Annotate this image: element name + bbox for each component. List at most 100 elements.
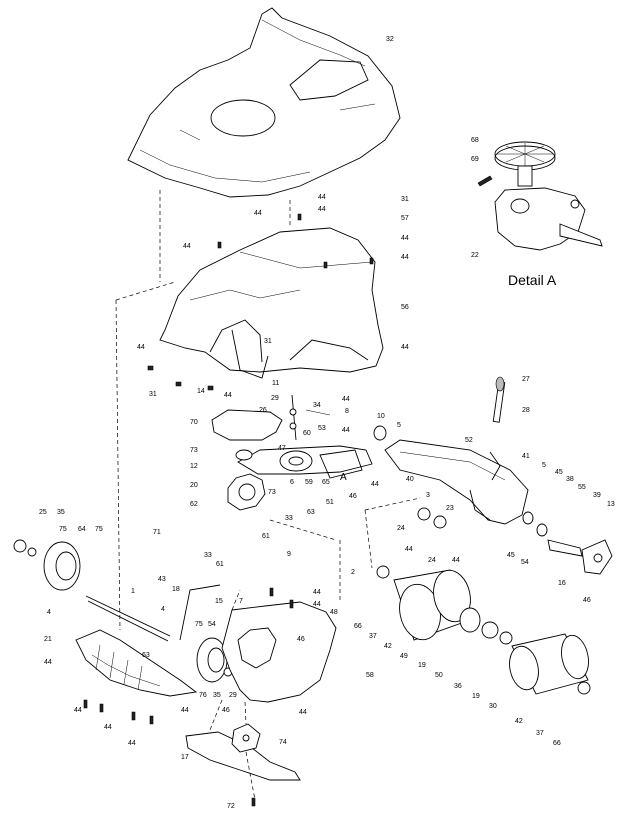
label-59: 59 xyxy=(305,479,313,486)
label-21: 21 xyxy=(44,636,52,643)
label-7: 7 xyxy=(239,598,243,605)
label-44: 44 xyxy=(74,707,82,714)
label-55: 55 xyxy=(578,484,586,491)
label-22: 22 xyxy=(471,252,479,259)
label-18: 18 xyxy=(172,586,180,593)
label-45: 45 xyxy=(507,552,515,559)
label-44: 44 xyxy=(299,709,307,716)
label-29: 29 xyxy=(271,395,279,402)
label-42: 42 xyxy=(515,718,523,725)
axle-housing-part xyxy=(373,376,613,575)
label-46: 46 xyxy=(583,597,591,604)
label-76: 76 xyxy=(199,692,207,699)
label-46: 46 xyxy=(349,493,357,500)
label-54: 54 xyxy=(208,621,216,628)
label-50: 50 xyxy=(435,672,443,679)
label-39: 39 xyxy=(593,492,601,499)
label-3: 3 xyxy=(426,492,430,499)
label-57: 57 xyxy=(401,215,409,222)
label-68: 68 xyxy=(471,137,479,144)
label-15: 15 xyxy=(215,598,223,605)
label-4: 4 xyxy=(161,606,165,613)
part-number-labels: 32 31 44 44 44 57 44 44 44 56 44 31 44 3… xyxy=(39,36,615,810)
label-44: 44 xyxy=(452,557,460,564)
label-5: 5 xyxy=(542,462,546,469)
label-44: 44 xyxy=(342,396,350,403)
label-44: 44 xyxy=(44,659,52,666)
label-47: 47 xyxy=(278,445,286,452)
label-73: 73 xyxy=(268,489,276,496)
label-44: 44 xyxy=(401,254,409,261)
label-66: 66 xyxy=(354,623,362,630)
label-71: 71 xyxy=(153,529,161,536)
label-63: 63 xyxy=(142,652,150,659)
label-44: 44 xyxy=(183,243,191,250)
label-2: 2 xyxy=(351,569,355,576)
label-44: 44 xyxy=(181,707,189,714)
label-70: 70 xyxy=(190,419,198,426)
label-31: 31 xyxy=(401,196,409,203)
label-19: 19 xyxy=(418,662,426,669)
detail-a-marker: A xyxy=(340,472,347,483)
label-25: 25 xyxy=(39,509,47,516)
front-wheel-assembly xyxy=(13,539,233,683)
detail-a-title: Detail A xyxy=(508,272,557,288)
label-13: 13 xyxy=(607,501,615,508)
label-65: 65 xyxy=(322,479,330,486)
label-49: 49 xyxy=(400,653,408,660)
label-23: 23 xyxy=(446,505,454,512)
label-52: 52 xyxy=(465,437,473,444)
rear-roller-assembly xyxy=(376,565,591,695)
label-12: 12 xyxy=(190,463,198,470)
label-44: 44 xyxy=(104,724,112,731)
label-40: 40 xyxy=(406,476,414,483)
label-69: 69 xyxy=(471,156,479,163)
label-33: 33 xyxy=(285,515,293,522)
label-30: 30 xyxy=(489,703,497,710)
label-26: 26 xyxy=(259,407,267,414)
label-9: 9 xyxy=(287,551,291,558)
label-44: 44 xyxy=(254,210,262,217)
label-38: 38 xyxy=(566,476,574,483)
label-44: 44 xyxy=(313,589,321,596)
label-75: 75 xyxy=(195,621,203,628)
assembly-lines xyxy=(115,190,421,801)
label-31: 31 xyxy=(149,391,157,398)
label-73: 73 xyxy=(190,447,198,454)
label-75: 75 xyxy=(95,526,103,533)
label-66: 66 xyxy=(553,740,561,747)
rear-chassis-part xyxy=(159,227,384,379)
label-48: 48 xyxy=(330,609,338,616)
label-19: 19 xyxy=(472,693,480,700)
label-61: 61 xyxy=(262,533,270,540)
label-62: 62 xyxy=(190,501,198,508)
label-44: 44 xyxy=(313,601,321,608)
label-28: 28 xyxy=(522,407,530,414)
label-75: 75 xyxy=(59,526,67,533)
blade-part xyxy=(185,723,301,781)
label-8: 8 xyxy=(345,408,349,415)
label-60: 60 xyxy=(303,430,311,437)
label-17: 17 xyxy=(181,754,189,761)
detail-a-gearbox xyxy=(477,141,603,251)
front-guard-part xyxy=(75,629,198,697)
label-43: 43 xyxy=(158,576,166,583)
label-44: 44 xyxy=(405,546,413,553)
label-11: 11 xyxy=(272,380,279,387)
label-46: 46 xyxy=(297,636,305,643)
label-44: 44 xyxy=(318,206,326,213)
label-20: 20 xyxy=(190,482,198,489)
label-27: 27 xyxy=(522,376,530,383)
label-44: 44 xyxy=(371,481,379,488)
label-44: 44 xyxy=(318,194,326,201)
label-32: 32 xyxy=(386,36,394,43)
label-44: 44 xyxy=(401,344,409,351)
label-44: 44 xyxy=(401,235,409,242)
label-34: 34 xyxy=(313,402,321,409)
label-44: 44 xyxy=(224,392,232,399)
label-4: 4 xyxy=(47,609,51,616)
label-31: 31 xyxy=(264,338,272,345)
label-61: 61 xyxy=(216,561,224,568)
